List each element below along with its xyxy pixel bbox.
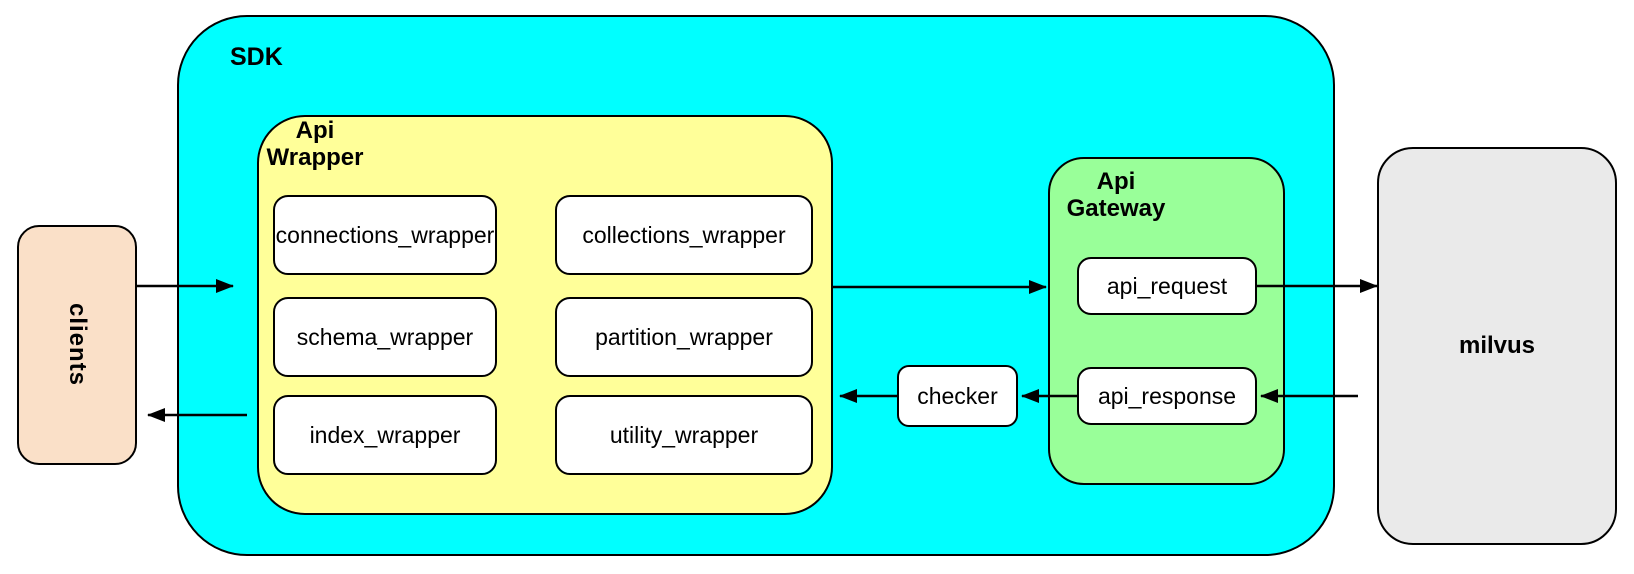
node-checker-label: checker (917, 382, 998, 409)
api-gateway-container (1048, 157, 1285, 485)
node-api-request-label: api_request (1106, 272, 1228, 299)
node-checker: checker (897, 365, 1018, 427)
node-collections-wrapper: collections_wrapper (555, 195, 813, 275)
milvus-box: milvus (1377, 147, 1617, 545)
node-partition-wrapper-label: partition_wrapper (595, 323, 773, 350)
api-wrapper-label: Api Wrapper (266, 117, 364, 171)
node-api-response-label: api_response (1097, 382, 1237, 409)
node-utility-wrapper-label: utility_wrapper (609, 421, 759, 448)
milvus-label: milvus (1458, 332, 1536, 359)
node-partition-wrapper: partition_wrapper (555, 297, 813, 377)
node-schema-wrapper: schema_wrapper (273, 297, 497, 377)
api-gateway-label: Api Gateway (1066, 168, 1166, 222)
node-connections-wrapper-label: connections_wrapper (275, 221, 495, 248)
node-schema-wrapper-label: schema_wrapper (296, 323, 474, 350)
node-utility-wrapper: utility_wrapper (555, 395, 813, 475)
sdk-label: SDK (230, 43, 283, 71)
clients-box: clients (17, 225, 137, 465)
node-api-response: api_response (1077, 367, 1257, 425)
node-connections-wrapper: connections_wrapper (273, 195, 497, 275)
clients-label: clients (64, 303, 91, 387)
node-collections-wrapper-label: collections_wrapper (582, 221, 786, 248)
node-api-request: api_request (1077, 257, 1257, 315)
node-index-wrapper: index_wrapper (273, 395, 497, 475)
node-index-wrapper-label: index_wrapper (309, 421, 461, 448)
